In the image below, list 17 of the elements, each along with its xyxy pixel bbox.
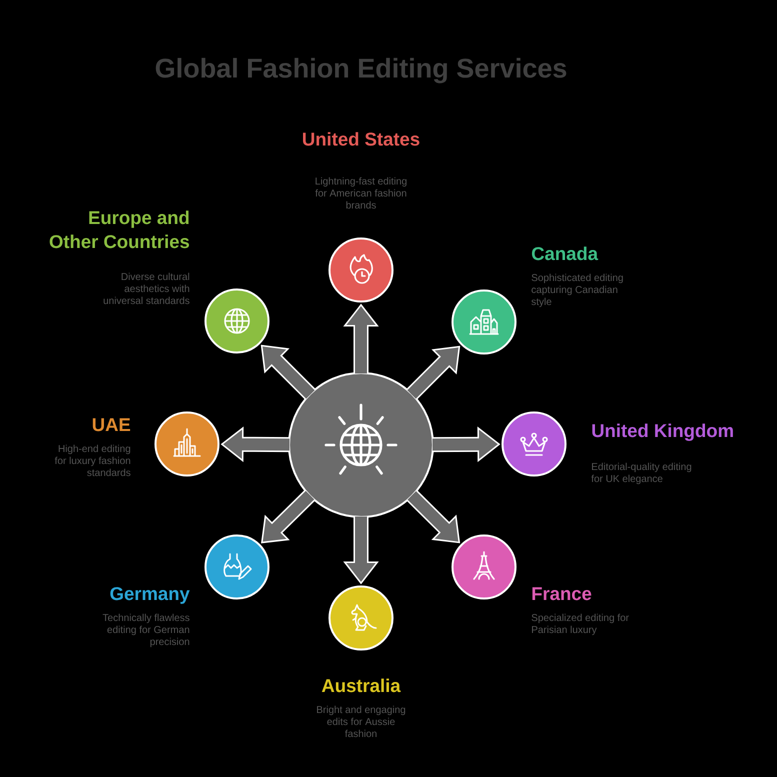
- heading: United Kingdom: [592, 424, 733, 441]
- description: Lightning-fast editing for American fashion brands: [315, 177, 406, 209]
- heading: France: [532, 587, 592, 600]
- description: Editorial-quality editing for UK elegance: [591, 462, 692, 484]
- title: Global Fashion Editing Services: [156, 58, 566, 84]
- heading: Australia: [322, 678, 401, 692]
- description: Specialized editing for Parisian luxury: [532, 614, 629, 636]
- description: Sophisticated editing capturing Canadian style: [531, 274, 623, 308]
- description: Bright and engaging edits for Aussie fashion: [317, 706, 406, 738]
- heading: Canada: [532, 246, 598, 260]
- heading: Europe and Other Countries: [50, 210, 190, 248]
- description: Technically flawless editing for German precision: [102, 614, 190, 648]
- description: High-end editing for luxury fashion standards: [54, 444, 130, 476]
- description: Diverse cultural aesthetics with universal standards: [104, 272, 190, 304]
- heading: UAE: [92, 418, 130, 432]
- heading: Germany: [110, 587, 190, 604]
- heading: United States: [303, 132, 420, 146]
